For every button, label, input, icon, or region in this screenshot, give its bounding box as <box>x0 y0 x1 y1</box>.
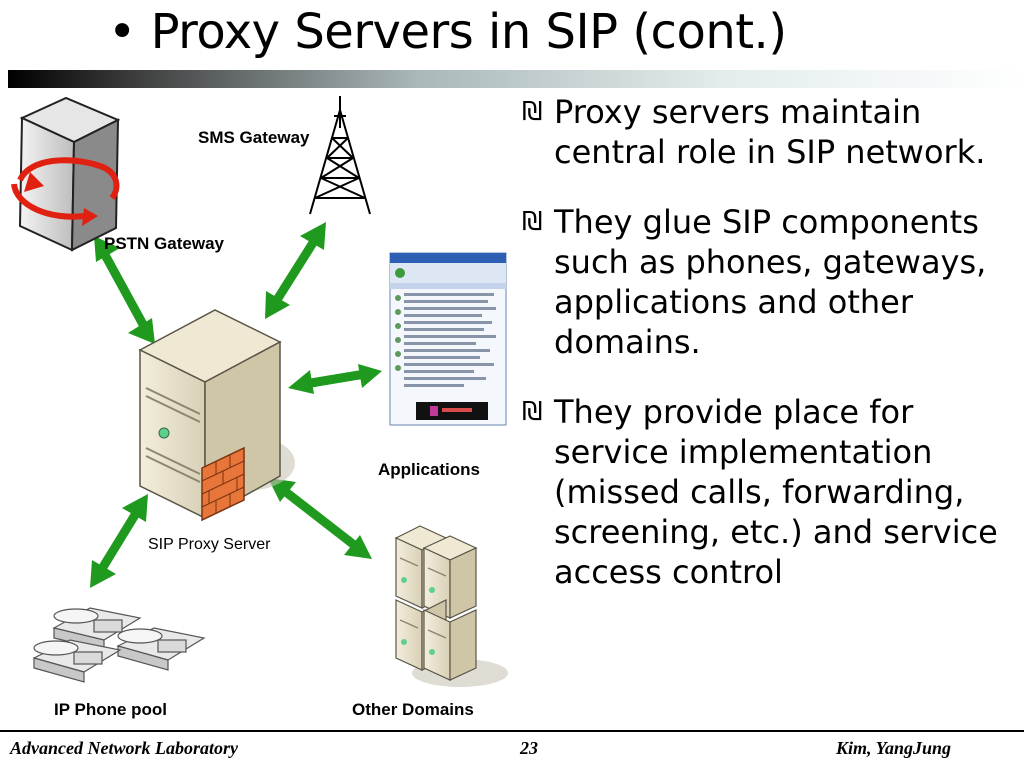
title-gradient-bar <box>8 70 1024 88</box>
slide-title: • Proxy Servers in SIP (cont.) <box>108 4 787 60</box>
footer-page-number: 23 <box>520 738 538 758</box>
sip-proxy-server-label: SIP Proxy Server <box>148 536 271 553</box>
bullet-marker-icon: ₪ <box>522 97 543 127</box>
proxy-server-icon <box>138 309 295 520</box>
footer-divider <box>0 730 1024 732</box>
arrow-sms-proxy <box>265 222 326 319</box>
bullet-marker-icon: ₪ <box>522 207 543 237</box>
arrow-pstn-proxy <box>94 236 155 344</box>
network-diagram: SMS Gateway PSTN Gateway Applications SI… <box>0 88 520 728</box>
firewall-icon <box>201 446 245 522</box>
arrow-apps-proxy <box>288 364 382 394</box>
applications-label: Applications <box>378 460 481 479</box>
footer-author: Kim, YangJung <box>836 738 952 758</box>
server-tower-icon <box>11 96 121 252</box>
diagram-canvas <box>11 96 508 687</box>
other-domains-label: Other Domains <box>352 700 474 719</box>
bullet-list: ₪ Proxy servers maintain central role in… <box>522 92 1022 622</box>
footer-lab-name: Advanced Network Laboratory <box>10 738 238 758</box>
messenger-window-icon <box>389 252 507 426</box>
bullet-marker-icon: ₪ <box>522 397 543 427</box>
bullet-item: ₪ Proxy servers maintain central role in… <box>522 92 1022 172</box>
sms-gateway-label: SMS Gateway <box>198 128 310 147</box>
bullet-item: ₪ They glue SIP components such as phone… <box>522 202 1022 362</box>
ip-phone-pool-label: IP Phone pool <box>54 700 168 719</box>
arrow-proxy-domains <box>268 478 372 559</box>
pstn-gateway-label: PSTN Gateway <box>104 234 224 253</box>
bullet-item: ₪ They provide place for service impleme… <box>522 392 1022 592</box>
ip-phones-icon <box>32 607 206 683</box>
bullet-text: They glue SIP components such as phones,… <box>554 203 987 361</box>
antenna-tower-icon <box>309 96 371 215</box>
bullet-text: Proxy servers maintain central role in S… <box>554 93 986 171</box>
bullet-text: They provide place for service implement… <box>554 393 998 591</box>
arrow-proxy-phones <box>90 494 148 588</box>
server-stack-icon <box>394 525 508 687</box>
